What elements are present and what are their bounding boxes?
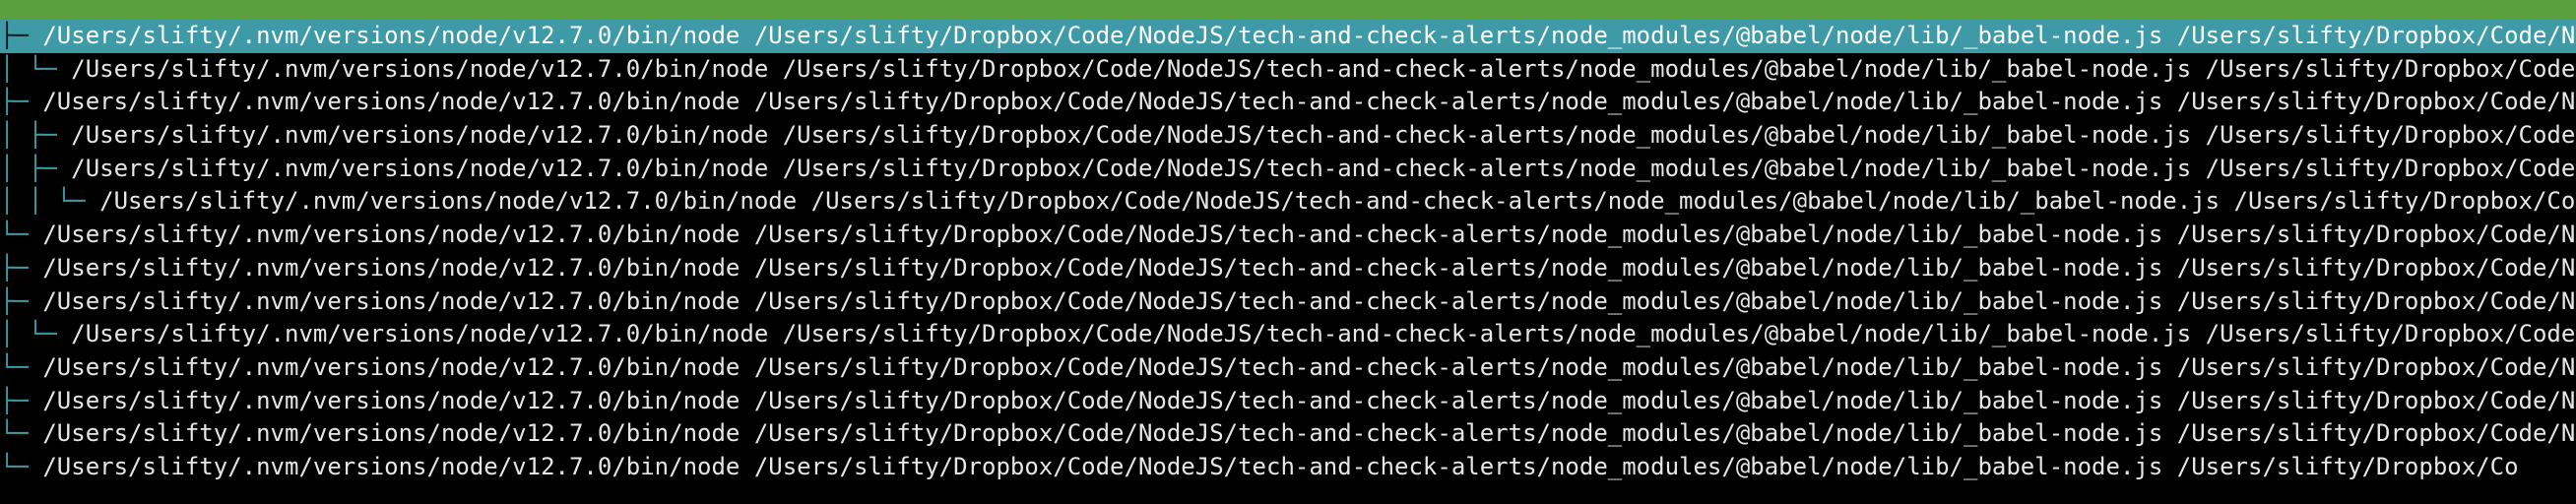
tree-branch: │ └─ — [0, 54, 72, 83]
process-row[interactable]: └─ /Users/slifty/.nvm/versions/node/v12.… — [0, 451, 2576, 484]
process-row[interactable]: └─ /Users/slifty/.nvm/versions/node/v12.… — [0, 219, 2576, 252]
process-row[interactable]: │ └─ /Users/slifty/.nvm/versions/node/v1… — [0, 318, 2576, 351]
process-row[interactable]: ├─ /Users/slifty/.nvm/versions/node/v12.… — [0, 20, 2576, 53]
tree-branch: │ │ └─ — [0, 187, 100, 216]
tree-branch: └─ — [0, 452, 43, 480]
process-row[interactable]: │ ├─ /Users/slifty/.nvm/versions/node/v1… — [0, 119, 2576, 153]
tree-branch: └─ — [0, 419, 43, 448]
tree-branch: │ ├─ — [0, 121, 72, 150]
process-command: /Users/slifty/.nvm/versions/node/v12.7.0… — [71, 320, 2576, 348]
process-command: /Users/slifty/.nvm/versions/node/v12.7.0… — [42, 286, 2576, 315]
tree-branch: ├─ — [0, 88, 43, 116]
process-row[interactable]: ├─ /Users/slifty/.nvm/versions/node/v12.… — [0, 86, 2576, 119]
process-command: /Users/slifty/.nvm/versions/node/v12.7.0… — [42, 386, 2576, 414]
tree-branch: │ └─ — [0, 320, 72, 348]
tree-branch: ├─ — [0, 386, 43, 414]
tree-branch: └─ — [0, 352, 43, 381]
process-row[interactable]: │ │ └─ /Users/slifty/.nvm/versions/node/… — [0, 185, 2576, 219]
tree-branch: ├─ — [0, 253, 43, 282]
process-row[interactable]: │ └─ /Users/slifty/.nvm/versions/node/v1… — [0, 53, 2576, 87]
tree-branch: │ ├─ — [0, 154, 72, 182]
process-command: /Users/slifty/.nvm/versions/node/v12.7.0… — [71, 154, 2576, 182]
process-command: /Users/slifty/.nvm/versions/node/v12.7.0… — [42, 352, 2576, 381]
process-command: /Users/slifty/.nvm/versions/node/v12.7.0… — [42, 452, 2519, 480]
tree-branch: ├─ — [0, 22, 43, 49]
process-command: /Users/slifty/.nvm/versions/node/v12.7.0… — [42, 22, 2576, 49]
tree-branch: ├─ — [0, 286, 43, 315]
process-command: /Users/slifty/.nvm/versions/node/v12.7.0… — [99, 187, 2576, 216]
process-row[interactable]: ├─ /Users/slifty/.nvm/versions/node/v12.… — [0, 385, 2576, 418]
process-command: /Users/slifty/.nvm/versions/node/v12.7.0… — [71, 54, 2576, 83]
process-row[interactable]: ├─ /Users/slifty/.nvm/versions/node/v12.… — [0, 252, 2576, 285]
process-row[interactable]: ├─ /Users/slifty/.nvm/versions/node/v12.… — [0, 285, 2576, 319]
process-command: /Users/slifty/.nvm/versions/node/v12.7.0… — [42, 220, 2576, 249]
process-command: /Users/slifty/.nvm/versions/node/v12.7.0… — [42, 419, 2576, 448]
top-status-bar — [0, 0, 2576, 20]
process-tree: ├─ /Users/slifty/.nvm/versions/node/v12.… — [0, 20, 2576, 484]
process-command: /Users/slifty/.nvm/versions/node/v12.7.0… — [42, 253, 2576, 282]
process-row[interactable]: └─ /Users/slifty/.nvm/versions/node/v12.… — [0, 417, 2576, 451]
process-command: /Users/slifty/.nvm/versions/node/v12.7.0… — [71, 121, 2576, 150]
process-row[interactable]: └─ /Users/slifty/.nvm/versions/node/v12.… — [0, 351, 2576, 385]
process-row[interactable]: │ ├─ /Users/slifty/.nvm/versions/node/v1… — [0, 153, 2576, 186]
tree-branch: └─ — [0, 220, 43, 249]
process-command: /Users/slifty/.nvm/versions/node/v12.7.0… — [42, 88, 2576, 116]
